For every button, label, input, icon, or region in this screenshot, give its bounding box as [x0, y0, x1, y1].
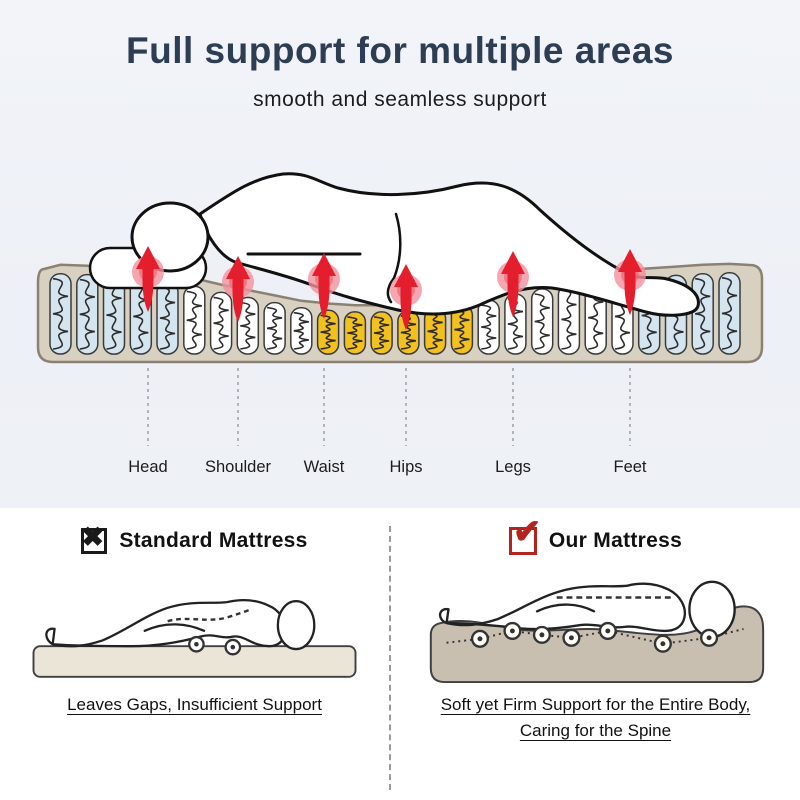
- spring-coil: [290, 306, 313, 355]
- spring-coil: [477, 299, 500, 355]
- our-mattress-panel: ✔ Our Mattress: [391, 508, 800, 800]
- spring-coil: [557, 284, 581, 355]
- body-part-label: Shoulder: [205, 458, 272, 476]
- spring-coil: [718, 272, 741, 355]
- pressure-arrow: [390, 264, 422, 330]
- our-mattress-header: ✔ Our Mattress: [508, 515, 683, 558]
- pressure-tick-lines: [147, 368, 631, 446]
- spring-coil: [49, 272, 72, 355]
- our-mattress-caption: Soft yet Firm Support for the Entire Bod…: [441, 692, 751, 745]
- standard-mattress-caption: Leaves Gaps, Insufficient Support: [67, 692, 322, 718]
- standard-mattress-header: ✖ Standard Mattress: [81, 524, 307, 558]
- x-mark-icon: ✖: [81, 524, 108, 554]
- body-part-label: Head: [128, 458, 167, 476]
- check-mark-icon: ✔: [508, 515, 541, 555]
- caption-line1: Soft yet Firm Support for the Entire Bod…: [440, 695, 751, 714]
- body-part-labels: Head Shoulder Waist Hips Legs Feet: [128, 458, 647, 476]
- our-mattress-illustration: [429, 580, 764, 684]
- our-mattress-title: Our Mattress: [548, 529, 683, 552]
- spring-coil: [530, 288, 554, 355]
- x-glyph: ✖: [81, 522, 104, 552]
- spring-coil: [209, 291, 233, 355]
- mattress-support-illustration: Head Shoulder Waist Hips Legs Feet: [36, 172, 764, 476]
- spring-coil: [102, 275, 126, 355]
- body-part-label: Feet: [613, 458, 646, 476]
- spring-coil: [450, 304, 474, 355]
- body-part-label: Waist: [304, 458, 345, 476]
- spring-coil: [263, 301, 286, 355]
- spring-coil: [370, 311, 393, 355]
- hip-crease-line: [386, 212, 402, 304]
- spring-coil: [183, 285, 206, 355]
- body-outline: [198, 172, 700, 317]
- pressure-arrow: [222, 256, 254, 322]
- spring-coil: [316, 309, 340, 355]
- bent-spine-line: [167, 608, 251, 623]
- spring-coil: [397, 310, 420, 355]
- person-on-contoured-mattress: [438, 580, 736, 639]
- pressure-arrow: [614, 249, 646, 315]
- page-subtitle: smooth and seamless support: [253, 88, 547, 111]
- spring-coil: [156, 281, 179, 355]
- spring-coil: [76, 273, 99, 355]
- standard-mattress-title: Standard Mattress: [119, 529, 308, 552]
- standard-mattress-illustration: [32, 598, 357, 678]
- support-point-markers: [470, 621, 718, 653]
- support-section: Full support for multiple areas smooth a…: [0, 0, 800, 508]
- body-part-label: Hips: [389, 458, 422, 476]
- pressure-arrows: [132, 246, 646, 330]
- page-title: Full support for multiple areas: [126, 30, 674, 71]
- gap-markers: [188, 635, 242, 656]
- caption-line2: Caring for the Spine: [519, 721, 672, 741]
- standard-mattress-panel: ✖ Standard Mattress Leaves Gaps, Ins: [0, 508, 389, 800]
- spring-coil: [236, 296, 260, 355]
- comparison-section: ✖ Standard Mattress Leaves Gaps, Ins: [0, 508, 800, 800]
- pressure-arrow: [308, 253, 340, 319]
- spring-coil: [691, 272, 714, 355]
- column-divider: [389, 526, 391, 790]
- body-part-label: Legs: [495, 458, 531, 476]
- spring-coil: [343, 311, 367, 355]
- person-on-flat-mattress: [45, 598, 316, 651]
- caption-text: Leaves Gaps, Insufficient Support: [67, 695, 322, 714]
- pressure-arrow: [132, 246, 164, 312]
- check-glyph: ✔: [512, 513, 542, 551]
- pressure-arrow: [497, 251, 529, 317]
